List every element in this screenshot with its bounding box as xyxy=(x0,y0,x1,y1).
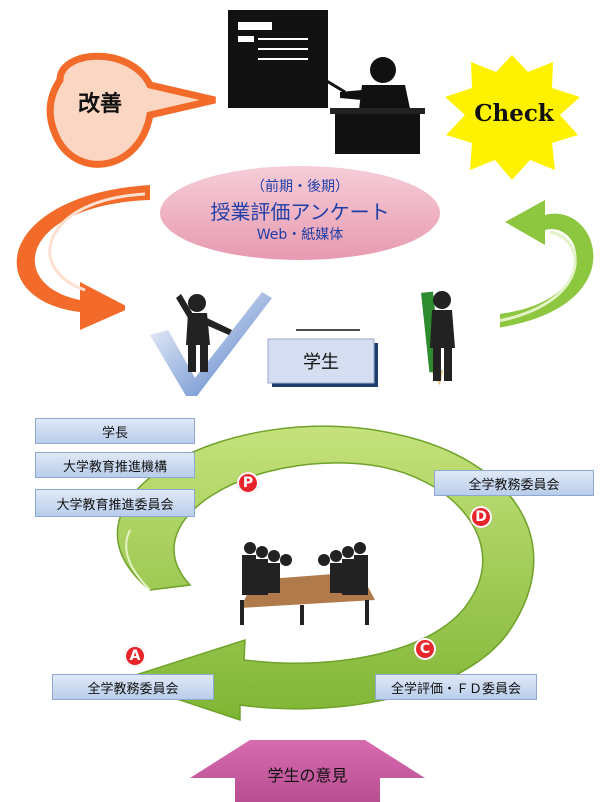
presenter-icon xyxy=(228,10,425,154)
meeting-icon xyxy=(228,538,380,630)
check-star xyxy=(445,55,580,180)
student-opinion-arrow xyxy=(190,740,425,802)
act-box-academic-committee: 全学教務委員会 xyxy=(52,674,214,700)
improve-label: 改善 xyxy=(77,92,122,117)
check-figure-icon xyxy=(125,285,272,398)
pencil-figure-icon xyxy=(378,280,500,398)
act-marker: A xyxy=(124,645,146,667)
student-opinion-label: 学生の意見 xyxy=(267,766,348,785)
check-marker: C xyxy=(414,638,436,660)
plan-box-promotion-organization: 大学教育推進機構 xyxy=(35,452,195,478)
plan-box-president: 学長 xyxy=(35,418,195,444)
student-label: 学生 xyxy=(303,352,339,373)
left-orange-arrow xyxy=(16,185,150,330)
survey-title: 授業評価アンケート xyxy=(210,200,390,224)
plan-marker: P xyxy=(237,472,259,494)
check-label: Check xyxy=(474,100,554,127)
right-green-arrow xyxy=(480,200,594,330)
check-box-evaluation-committee: 全学評価・ＦＤ委員会 xyxy=(375,674,537,700)
survey-period: （前期・後期） xyxy=(251,179,349,195)
student-box xyxy=(267,329,378,387)
do-box-academic-committee: 全学教務委員会 xyxy=(434,470,594,496)
survey-oval xyxy=(160,166,440,260)
survey-media: Web・紙媒体 xyxy=(256,227,344,243)
improve-bubble xyxy=(46,52,216,168)
plan-box-promotion-committee: 大学教育推進委員会 xyxy=(35,489,195,517)
do-marker: D xyxy=(470,506,492,528)
